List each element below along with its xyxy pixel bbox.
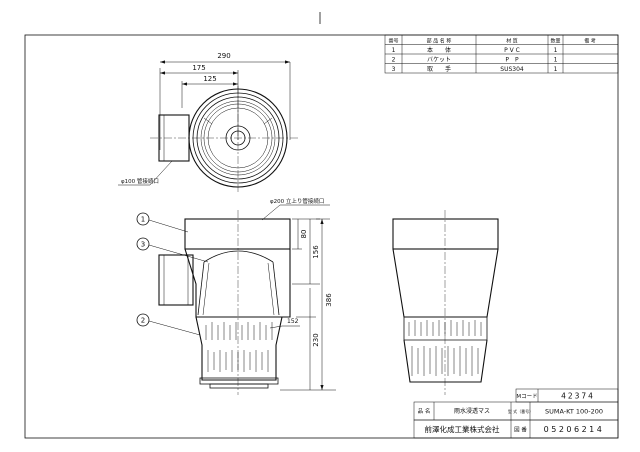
table-row-qty: 1 [554, 47, 558, 54]
table-row-material: P P [505, 57, 519, 64]
drawing-label: 図 番 [514, 427, 527, 434]
dim-152: 152 [287, 318, 299, 325]
dim-125: 125 [203, 75, 216, 83]
dim-156: 156 [312, 245, 320, 259]
table-row-name: 本 体 [427, 46, 451, 54]
callout-3: 3 [141, 241, 145, 249]
parts-table: 番号 部 品 名 称 材 質 数量 備 考 1 本 体 P V C 1 2 バケ… [384, 34, 619, 74]
drawing-frame [24, 34, 619, 439]
top-view: 290 175 125 φ100 管接続口 [118, 52, 300, 192]
drawing-value: 05206214 [544, 425, 605, 434]
mcode-label: Mコード [516, 393, 537, 400]
table-row-no: 1 [392, 47, 396, 54]
table-row-qty: 1 [554, 57, 558, 64]
table-row-no: 3 [392, 66, 396, 73]
pipe-200-label: φ200 立上り管接続口 [270, 197, 324, 205]
table-header-material: 材 質 [506, 38, 518, 45]
table-header-note: 備 考 [584, 38, 596, 45]
model-value: SUMA-KT 100-200 [545, 408, 603, 416]
name-value: 雨水浸透マス [454, 407, 490, 415]
table-row-no: 2 [392, 57, 396, 64]
callout-1: 1 [141, 216, 145, 224]
pipe-100-label: φ100 管接続口 [121, 177, 159, 185]
table-header-qty: 数量 [550, 38, 560, 45]
dim-386: 386 [325, 293, 333, 307]
dim-80: 80 [300, 230, 308, 239]
table-header-no: 番号 [388, 38, 398, 45]
callout-2: 2 [141, 317, 145, 325]
dim-175: 175 [192, 64, 205, 72]
dim-230: 230 [312, 333, 320, 346]
mcode-value: 42374 [561, 392, 595, 401]
side-view [392, 210, 499, 395]
table-row-material: P V C [504, 47, 520, 54]
table-row-name: 取 手 [427, 65, 451, 73]
table-header-name: 部 品 名 称 [427, 38, 452, 45]
front-section-view: φ200 立上り管接続口 [136, 197, 336, 395]
table-row-name: バケット [427, 57, 451, 64]
table-row-material: SUS304 [500, 66, 524, 73]
name-label: 品 名 [418, 407, 431, 415]
company-name: 前澤化成工業株式会社 [425, 424, 500, 434]
table-row-qty: 1 [554, 66, 558, 73]
dim-290: 290 [217, 52, 230, 60]
title-block: Mコード 42374 品 名 雨水浸透マス 型 式（番号） SUMA-KT 10… [413, 388, 619, 439]
model-label: 型 式（番号） [508, 408, 533, 414]
